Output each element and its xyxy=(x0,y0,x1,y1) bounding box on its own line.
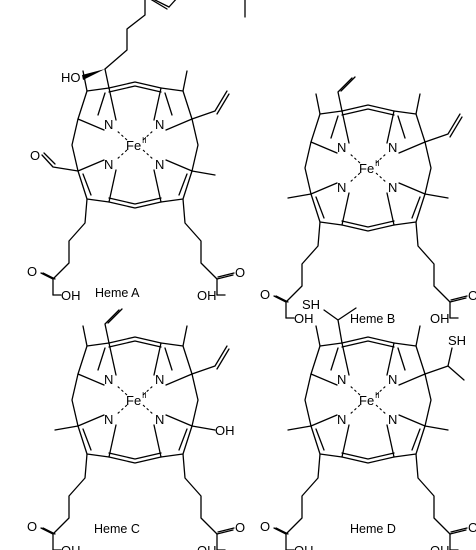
heme-a-structure: HO O N N N N Fe II O OH O OH Heme A xyxy=(27,0,246,303)
heme-b-structure: N N N N Fe II O OH O OH Heme B xyxy=(260,76,476,326)
acid-hydroxyl-label: OH xyxy=(430,543,450,550)
formyl-oxygen-label: O xyxy=(30,148,40,163)
acid-oxygen-label: O xyxy=(468,288,476,303)
nitrogen-label: N xyxy=(388,180,397,195)
iron-oxidation-state: II xyxy=(375,391,379,400)
nitrogen-label: N xyxy=(388,140,397,155)
nitrogen-label: N xyxy=(337,372,346,387)
iron-oxidation-state: II xyxy=(375,159,379,168)
nitrogen-label: N xyxy=(388,412,397,427)
acid-oxygen-label: O xyxy=(468,520,476,535)
acid-oxygen-label: O xyxy=(27,519,37,534)
heme-d-structure: SH SH N N N N Fe II O OH O OH Heme D xyxy=(260,297,476,550)
iron-label: Fe xyxy=(359,161,374,176)
acid-hydroxyl-label: OH xyxy=(294,311,314,326)
acid-hydroxyl-label: OH xyxy=(430,311,450,326)
nitrogen-label: N xyxy=(337,140,346,155)
nitrogen-label: N xyxy=(104,117,113,132)
nitrogen-label: N xyxy=(337,180,346,195)
nitrogen-label: N xyxy=(155,412,164,427)
nitrogen-label: N xyxy=(155,157,164,172)
hydroxyl-label: HO xyxy=(61,70,81,85)
iron-label: Fe xyxy=(126,138,141,153)
nitrogen-label: N xyxy=(155,117,164,132)
acid-hydroxyl-label: OH xyxy=(197,543,217,550)
nitrogen-label: N xyxy=(155,372,164,387)
acid-oxygen-label: O xyxy=(260,519,270,534)
acid-oxygen-label: O xyxy=(235,265,245,280)
heme-c-structure: OH N N N N Fe II O OH O OH Heme C xyxy=(27,308,245,550)
thiol-label: SH xyxy=(302,297,320,312)
acid-hydroxyl-label: OH xyxy=(294,543,314,550)
acid-hydroxyl-label: OH xyxy=(61,543,81,550)
iron-oxidation-state: II xyxy=(142,136,146,145)
iron-label: Fe xyxy=(359,393,374,408)
nitrogen-label: N xyxy=(104,372,113,387)
heme-d-caption: Heme D xyxy=(350,522,396,536)
heme-b-caption: Heme B xyxy=(350,312,395,326)
acid-hydroxyl-label: OH xyxy=(61,288,81,303)
acid-oxygen-label: O xyxy=(235,520,245,535)
heme-a-caption: Heme A xyxy=(95,286,140,300)
nitrogen-label: N xyxy=(337,412,346,427)
acid-oxygen-label: O xyxy=(260,287,270,302)
nitrogen-label: N xyxy=(388,372,397,387)
heme-c-caption: Heme C xyxy=(94,522,140,536)
iron-oxidation-state: II xyxy=(142,391,146,400)
acid-oxygen-label: O xyxy=(27,264,37,279)
iron-label: Fe xyxy=(126,393,141,408)
nitrogen-label: N xyxy=(104,412,113,427)
hydroxyl-label: OH xyxy=(215,423,235,438)
thiol-label: SH xyxy=(448,333,466,348)
nitrogen-label: N xyxy=(104,157,113,172)
acid-hydroxyl-label: OH xyxy=(197,288,217,303)
